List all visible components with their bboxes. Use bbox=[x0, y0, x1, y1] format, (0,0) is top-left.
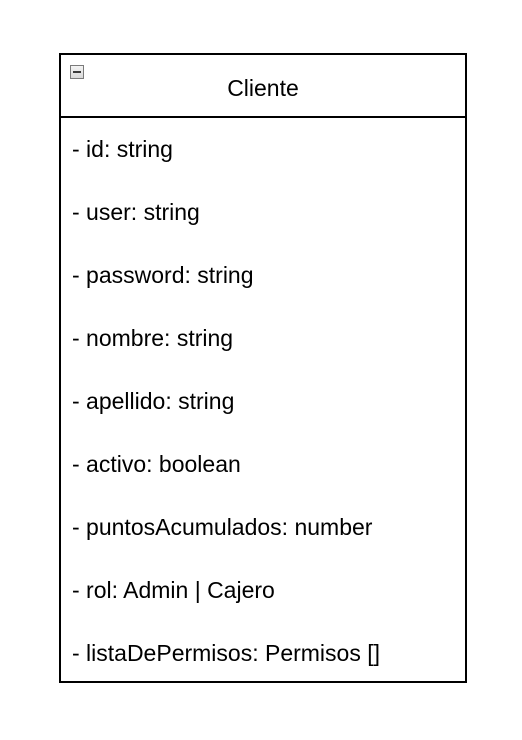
attribute-lista-de-permisos: - listaDePermisos: Permisos [] bbox=[72, 640, 381, 666]
attribute-nombre: - nombre: string bbox=[72, 325, 234, 351]
attribute-id: - id: string bbox=[72, 136, 173, 162]
uml-class-box[interactable]: Cliente - id: string - user: string - pa… bbox=[59, 53, 467, 683]
attribute-password: - password: string bbox=[72, 262, 254, 288]
collapse-minus-icon[interactable] bbox=[70, 65, 84, 79]
attribute-puntos-acumulados: - puntosAcumulados: number bbox=[72, 514, 373, 540]
class-name: Cliente bbox=[227, 75, 299, 101]
attribute-user: - user: string bbox=[72, 199, 200, 225]
attribute-activo: - activo: boolean bbox=[72, 451, 241, 477]
class-header: Cliente bbox=[61, 55, 465, 118]
attribute-apellido: - apellido: string bbox=[72, 388, 235, 414]
attribute-rol: - rol: Admin | Cajero bbox=[72, 577, 275, 603]
